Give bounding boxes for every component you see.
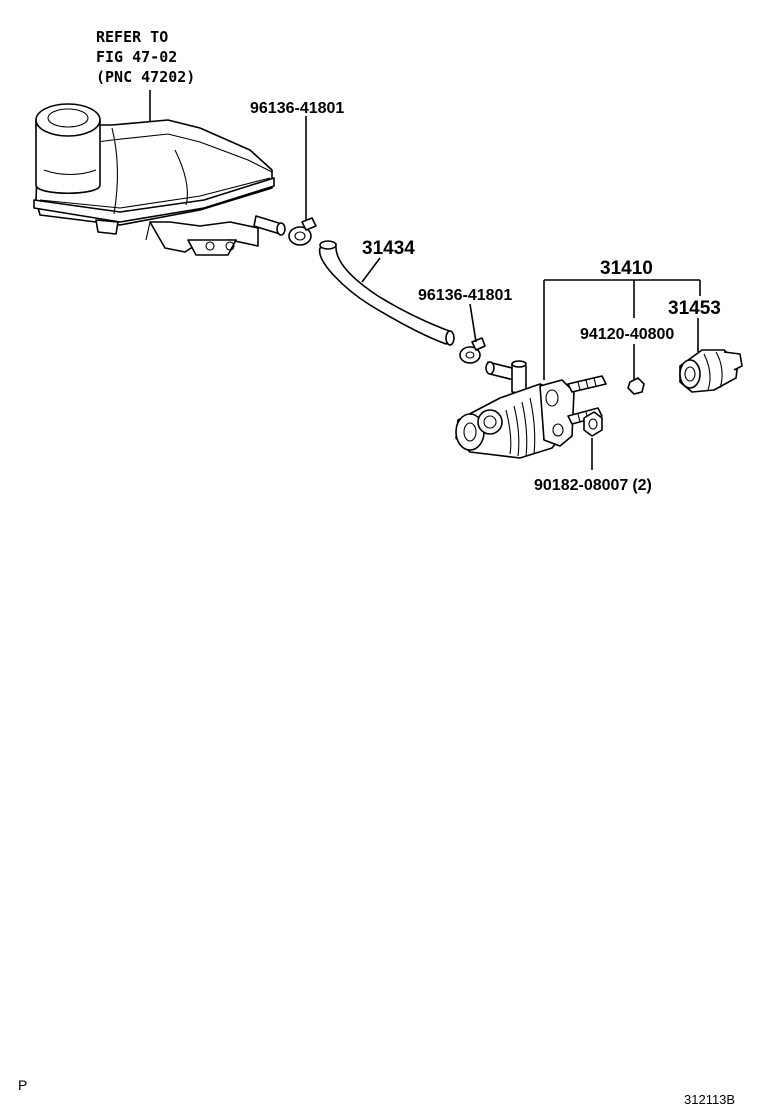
callout-nut: 90182-08007(2) (534, 477, 652, 494)
callout-nut-number: 90182-08007 (534, 477, 628, 494)
callout-boot: 31453 (668, 298, 721, 319)
reservoir-hose (318, 240, 455, 346)
small-nut (627, 377, 645, 395)
upper-hose-clip (288, 217, 317, 246)
callout-clip-lower: 96136-41801 (418, 287, 512, 304)
clutch-master-cylinder (455, 360, 607, 459)
refer-note-line3: (PNC 47202) (96, 68, 195, 86)
callout-clip-upper: 96136-41801 (250, 100, 344, 117)
callout-bleeder: 94120-40800 (580, 326, 674, 343)
reservoir-tank (33, 103, 286, 256)
callout-hose: 31434 (362, 238, 415, 259)
flange-nut (583, 411, 603, 437)
refer-note-line2: FIG 47-02 (96, 48, 177, 66)
footer-drawing-number: 312113B (684, 1092, 735, 1107)
callout-nut-qty: (2) (632, 477, 652, 494)
callout-cylinder-assy: 31410 (600, 258, 653, 279)
push-rod-boot (679, 349, 743, 393)
refer-note-line1: REFER TO (96, 28, 168, 46)
footer-left-mark: P (18, 1077, 27, 1093)
lower-hose-clip (459, 337, 486, 364)
leader-lines (149, 90, 701, 470)
